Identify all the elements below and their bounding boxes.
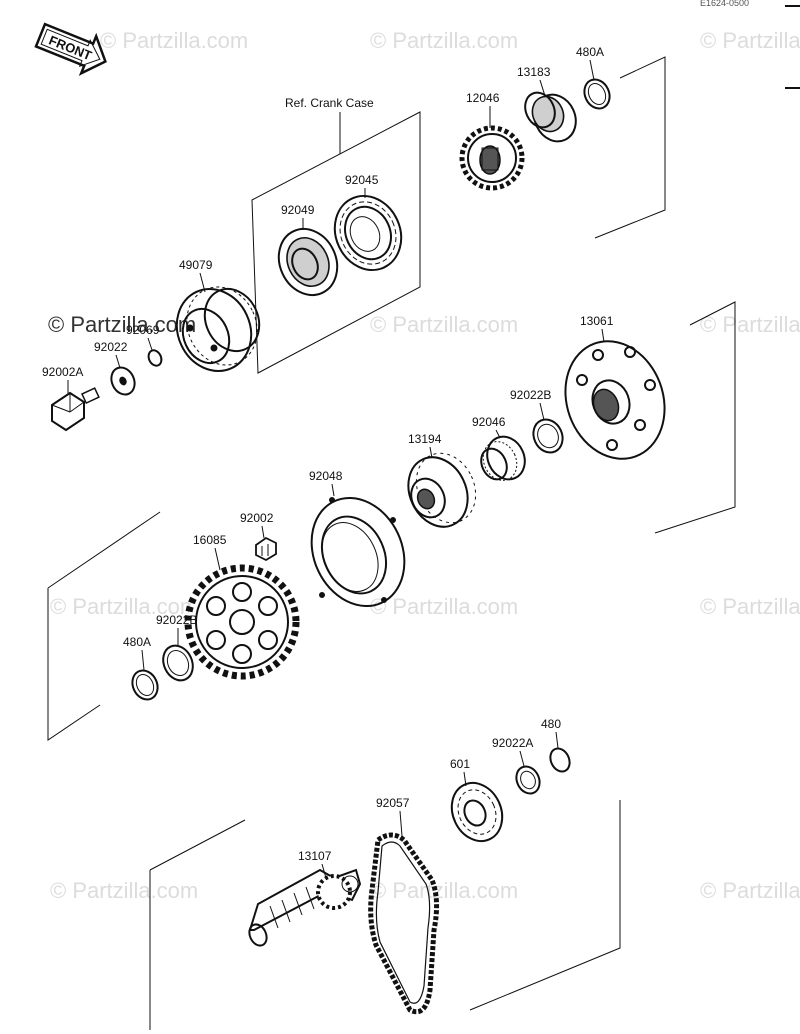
label-92048: 92048	[309, 469, 343, 483]
label-92002a: 92002A	[42, 365, 83, 379]
circlip-480a-lower	[131, 669, 159, 701]
o-ring-92069	[147, 349, 163, 367]
label-13061: 13061	[580, 314, 614, 328]
label-92049: 92049	[281, 203, 315, 217]
label-49079: 49079	[179, 258, 213, 272]
washer-92022b-lower	[162, 644, 194, 682]
clutch-13194	[407, 452, 477, 528]
label-92046: 92046	[472, 415, 506, 429]
label-601: 601	[450, 757, 470, 771]
label-92057: 92057	[376, 796, 410, 810]
watermark: © Partzilla.com	[700, 312, 800, 337]
label-92069: 92069	[126, 323, 160, 337]
label-92022: 92022	[94, 340, 128, 354]
label-480a-lower: 480A	[123, 635, 151, 649]
label-16085: 16085	[193, 533, 227, 547]
gasket-92048	[310, 496, 406, 608]
sprocket-12046	[459, 125, 525, 191]
circlip-480	[549, 747, 571, 773]
bearing-601	[450, 781, 504, 843]
label-92002: 92002	[240, 511, 274, 525]
front-arrow-icon: FRONT	[34, 22, 107, 76]
bearing-92045	[333, 195, 403, 271]
label-92022b-lower: 92022B	[156, 613, 197, 627]
label-13183: 13183	[517, 65, 551, 79]
label-13194: 13194	[408, 432, 442, 446]
watermark-layer: © Partzilla.com © Partzilla.com © Partzi…	[48, 28, 800, 903]
needle-bearing-92046	[480, 435, 526, 481]
gear-16085	[184, 564, 300, 680]
part-labels: 480A 13183 12046 92045 92049 49079 92069…	[42, 45, 614, 879]
washer-92022a	[515, 765, 541, 795]
label-12046: 12046	[466, 91, 500, 105]
washer-92022b-upper	[532, 418, 564, 454]
watermark-dark: © Partzilla.com	[48, 312, 196, 337]
chain-92057	[368, 832, 440, 1015]
label-480: 480	[541, 717, 561, 731]
crank-case-reference-box: Ref. Crank Case	[251, 96, 421, 374]
bolt-92002a	[51, 387, 100, 432]
watermark: © Partzilla.com	[370, 312, 518, 337]
oil-seal-92049	[277, 227, 339, 297]
label-92022b-upper: 92022B	[510, 388, 551, 402]
washer-92022	[110, 366, 136, 396]
watermark: © Partzilla.com	[700, 28, 800, 53]
diagram-code: E1624-0500	[700, 0, 749, 8]
circlip-480a-top	[583, 78, 611, 110]
watermark: © Partzilla.com	[50, 594, 198, 619]
label-92022a: 92022A	[492, 736, 533, 750]
label-480a-top: 480A	[576, 45, 604, 59]
watermark: © Partzilla.com	[370, 28, 518, 53]
watermark: © Partzilla.com	[700, 878, 800, 903]
bushing-13183	[524, 91, 577, 143]
reference-label: Ref. Crank Case	[285, 96, 374, 110]
pulley-49079	[175, 286, 261, 372]
watermark: © Partzilla.com	[700, 594, 800, 619]
bolt-92002	[255, 536, 277, 562]
hub-13061	[564, 340, 666, 460]
watermark: © Partzilla.com	[370, 594, 518, 619]
watermark: © Partzilla.com	[50, 878, 198, 903]
label-92045: 92045	[345, 173, 379, 187]
watermark: © Partzilla.com	[100, 28, 248, 53]
watermark: © Partzilla.com	[370, 878, 518, 903]
label-13107: 13107	[298, 849, 332, 863]
shaft-13107	[248, 868, 362, 947]
